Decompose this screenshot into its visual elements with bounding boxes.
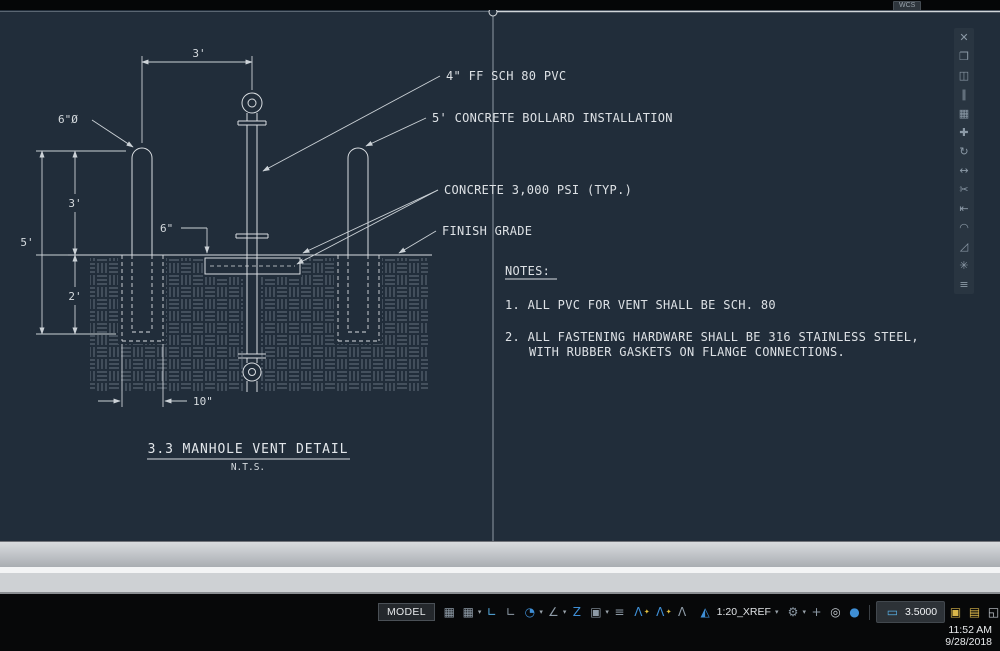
properties-icon[interactable]: ≡ xyxy=(959,278,969,291)
callout-finish-grade: FINISH GRADE xyxy=(442,224,532,238)
dimension-lines xyxy=(36,56,557,460)
explode-icon[interactable]: ✳ xyxy=(959,259,969,272)
annotation-scale-value[interactable]: 1:20_XREF xyxy=(716,606,771,618)
chevron-down-icon[interactable]: ▾ xyxy=(477,608,482,616)
polar-tracking-icon[interactable]: ∠ xyxy=(547,605,559,619)
star-icon: ✦ xyxy=(665,608,672,616)
status-bar-row: MODEL ▦ ▦ ▾ ∟ ∟ ◔ ▾ ∠ ▾ Z ▣ ▾ ≡ xyxy=(378,601,1000,623)
stretch-icon[interactable]: ↔ xyxy=(959,164,969,177)
workspace-switching-control[interactable]: ⚙ ▾ xyxy=(784,603,806,621)
top-strip: WCS xyxy=(0,0,1000,11)
layout-band-highlight xyxy=(0,567,1000,573)
viewport-divider[interactable] xyxy=(0,10,1000,541)
layout-band-upper xyxy=(0,541,1000,567)
isolate-objects-icon[interactable]: ◎ xyxy=(830,605,841,619)
dim-pipe-offset: 6" xyxy=(160,222,173,235)
trim-icon[interactable]: ✂ xyxy=(959,183,969,196)
annotation-visibility-icon[interactable]: Λ xyxy=(634,605,643,619)
rotate-icon[interactable]: ↻ xyxy=(959,145,969,158)
star-icon: ✦ xyxy=(643,608,650,616)
grid-display-icon[interactable]: ▦ xyxy=(443,605,456,619)
isometric-drafting-control[interactable]: ◔ ▾ xyxy=(521,603,543,621)
annotation-autoscale-icon[interactable]: Λ xyxy=(656,605,665,619)
tray-plot-icon[interactable]: ▤ xyxy=(968,605,981,619)
earth-hatch xyxy=(90,256,428,392)
chamfer-icon[interactable]: ◿ xyxy=(959,240,969,253)
object-snap-control[interactable]: ▣ ▾ xyxy=(587,603,609,621)
drawing-canvas[interactable]: 3' 6"Ø 5' 3' 2' 6" 10" 4" FF SCH 80 PVC … xyxy=(0,10,1000,541)
lineweight-icon[interactable]: ≡ xyxy=(614,605,625,619)
clock-date: 9/28/2018 xyxy=(945,636,992,648)
isometric-drafting-icon[interactable]: ◔ xyxy=(524,605,536,619)
callout-pipe: 4" FF SCH 80 PVC xyxy=(446,69,566,83)
chevron-down-icon[interactable]: ▾ xyxy=(774,608,779,616)
note-2-line-1: 2. ALL FASTENING HARDWARE SHALL BE 316 S… xyxy=(505,330,919,344)
infer-constraints-icon[interactable]: ∟ xyxy=(486,605,497,619)
note-2-line-2: WITH RUBBER GASKETS ON FLANGE CONNECTION… xyxy=(529,345,845,359)
annotation-monitor-icon[interactable]: Λ xyxy=(678,605,687,619)
clock-time: 11:52 AM xyxy=(948,624,992,636)
model-space-button[interactable]: MODEL xyxy=(378,603,435,621)
annotation-visibility-control[interactable]: Λ ✦ xyxy=(630,603,650,621)
layout-band-lower xyxy=(0,573,1000,594)
snap-mode-icon[interactable]: ▦ xyxy=(462,605,475,619)
system-clock: 11:52 AM 9/28/2018 xyxy=(945,624,992,648)
object-snap-tracking-icon[interactable]: Z xyxy=(572,605,581,619)
snap-mode-control[interactable]: ▦ ▾ xyxy=(460,603,482,621)
status-separator xyxy=(868,604,870,620)
chevron-down-icon[interactable]: ▾ xyxy=(605,608,609,616)
object-snap-icon[interactable]: ▣ xyxy=(590,605,602,619)
chevron-down-icon[interactable]: ▾ xyxy=(562,608,567,616)
gear-icon[interactable]: ⚙ xyxy=(787,605,799,619)
move-icon[interactable]: ✚ xyxy=(959,126,969,139)
annotation-scale-icon[interactable]: ◭ xyxy=(700,605,710,619)
detail-title: 3.3 MANHOLE VENT DETAIL xyxy=(148,442,349,457)
right-docked-toolbar: ✕ ❐ ◫ ∥ ▦ ✚ ↻ ↔ ✂ ⇤ ◠ ◿ ✳ ≡ xyxy=(954,28,974,294)
tray-trusted-location-icon[interactable]: ▣ xyxy=(949,605,962,619)
value-display-text: 3.5000 xyxy=(904,606,938,618)
ortho-mode-icon[interactable]: ∟ xyxy=(505,605,516,619)
dim-above-grade: 3' xyxy=(68,197,81,210)
drawing-linework xyxy=(68,92,432,392)
dim-footing-width: 10" xyxy=(193,395,213,408)
dim-top-width: 3' xyxy=(192,47,205,60)
erase-icon[interactable]: ✕ xyxy=(959,31,969,44)
detail-scale-note: N.T.S. xyxy=(231,462,265,473)
annotation-autoscale-control[interactable]: Λ ✦ xyxy=(652,603,672,621)
callout-concrete: CONCRETE 3,000 PSI (TYP.) xyxy=(444,183,632,197)
model-space-drawing: 3' 6"Ø 5' 3' 2' 6" 10" 4" FF SCH 80 PVC … xyxy=(0,10,1000,541)
fillet-icon[interactable]: ◠ xyxy=(959,221,969,234)
chevron-down-icon[interactable]: ▾ xyxy=(539,608,543,616)
callout-bollard: 5' CONCRETE BOLLARD INSTALLATION xyxy=(432,111,673,125)
annotation-scale-control[interactable]: ◭ 1:20_XREF ▾ xyxy=(693,602,783,622)
chevron-down-icon[interactable]: ▾ xyxy=(802,608,806,616)
offset-icon[interactable]: ∥ xyxy=(961,88,967,101)
clean-screen-icon[interactable]: ◱ xyxy=(987,605,1000,619)
annotation-monitor-plus-icon[interactable]: + xyxy=(811,605,822,619)
polar-tracking-control[interactable]: ∠ ▾ xyxy=(545,603,567,621)
extend-icon[interactable]: ⇤ xyxy=(959,202,969,215)
copy-icon[interactable]: ❐ xyxy=(959,50,969,63)
status-bar: MODEL ▦ ▦ ▾ ∟ ∟ ◔ ▾ ∠ ▾ Z ▣ ▾ ≡ xyxy=(0,595,1000,651)
value-display[interactable]: ▭ 3.5000 xyxy=(875,601,946,623)
notes-heading: NOTES: xyxy=(505,264,550,278)
mirror-icon[interactable]: ◫ xyxy=(958,69,970,82)
dim-overall-height: 5' xyxy=(20,236,33,249)
value-display-icon: ▭ xyxy=(886,605,899,619)
note-1: 1. ALL PVC FOR VENT SHALL BE SCH. 80 xyxy=(505,298,776,312)
dim-bollard-diameter: 6"Ø xyxy=(58,113,78,126)
dim-embed-depth: 2' xyxy=(68,290,81,303)
graphics-performance-icon[interactable]: ● xyxy=(849,605,860,619)
array-icon[interactable]: ▦ xyxy=(958,107,970,120)
